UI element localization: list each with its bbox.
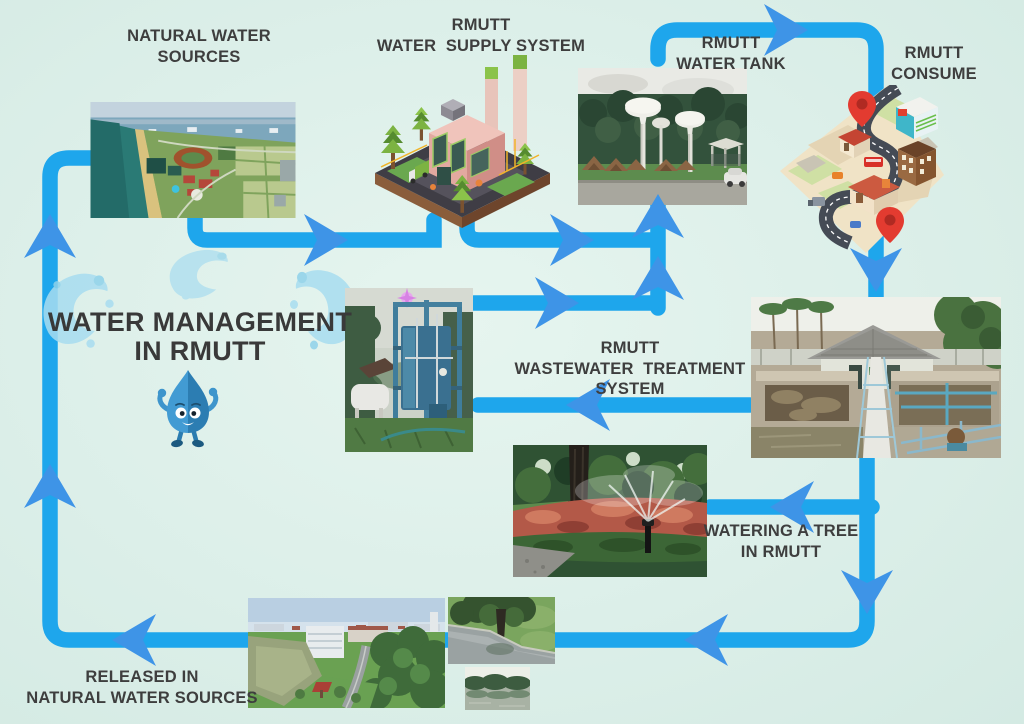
sprinkler-photo xyxy=(513,445,707,577)
label-water-supply-system: RMUTT WATER SUPPLY SYSTEM xyxy=(376,16,586,55)
water-tank-photo xyxy=(578,68,747,205)
label-water-tank: RMUTT WATER TANK xyxy=(676,34,786,73)
water-supply-factory-illustration xyxy=(367,55,558,228)
apartment-building-icon xyxy=(898,141,936,186)
arrow-right-icon xyxy=(304,214,348,266)
page-title: WATER MANAGEMENT IN RMUTT xyxy=(48,308,352,366)
bus-icon xyxy=(864,157,883,167)
label-wastewater-treatment: RMUTT WASTEWATER TREATMENT SYSTEM xyxy=(514,339,746,398)
gazebo-icon xyxy=(708,138,744,168)
arrow-right-icon xyxy=(535,277,579,329)
tree-icon xyxy=(411,107,431,141)
arrow-up-icon xyxy=(632,256,684,300)
arrow-left-icon xyxy=(112,614,156,666)
water-drop-mascot xyxy=(157,370,219,448)
label-consume: RMUTT CONSUME xyxy=(891,44,977,83)
title-line: IN RMUTT xyxy=(134,336,266,366)
small-lake-photo xyxy=(465,667,530,710)
shop-building-icon xyxy=(896,97,938,139)
canal-tree-photo xyxy=(448,597,555,664)
car-icon xyxy=(850,221,861,228)
gazebo-icon xyxy=(312,682,332,698)
consume-map-illustration xyxy=(778,85,944,253)
factory-vent-icon xyxy=(441,99,465,121)
arrow-up-icon xyxy=(24,464,76,508)
car-icon xyxy=(832,172,843,179)
natural-water-sources-photo xyxy=(88,102,298,218)
label-released-in-natural-water-sources: RELEASED IN NATURAL WATER SOURCES xyxy=(26,668,258,707)
treatment-machine-photo xyxy=(345,288,473,452)
released-campus-aerial-photo xyxy=(248,598,445,708)
water-splash-decoration xyxy=(169,249,228,300)
label-watering-a-tree: WATERING A TREE IN RMUTT xyxy=(703,522,859,561)
arrow-up-icon xyxy=(24,214,76,258)
wastewater-plant-photo xyxy=(751,297,1001,458)
label-natural-water-sources: NATURAL WATER SOURCES xyxy=(127,27,271,66)
arrow-down-icon xyxy=(850,248,902,292)
arrow-left-icon xyxy=(684,614,728,666)
pump-icon xyxy=(947,428,967,451)
arrow-down-icon xyxy=(841,570,893,614)
title-line: WATER MANAGEMENT xyxy=(47,307,353,337)
